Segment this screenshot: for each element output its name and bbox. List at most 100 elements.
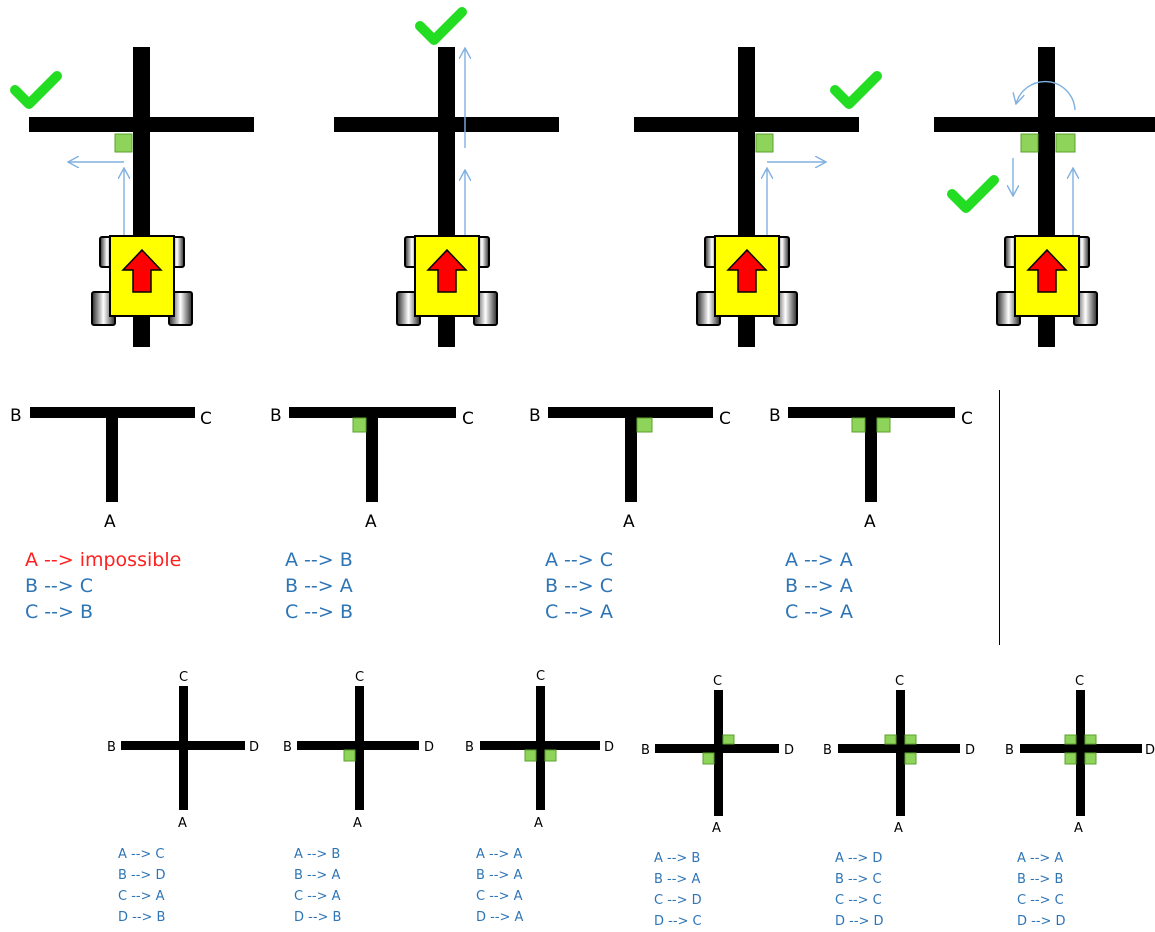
rule-line: D --> A (476, 907, 523, 928)
rule-line: A --> B (285, 547, 353, 573)
cross-junction-6: C B D A (1005, 674, 1155, 836)
checkmark-icon (952, 180, 994, 208)
t-junction-4: B C A (769, 406, 973, 532)
cross-junction-4: C B D A (641, 674, 794, 836)
rule-line: B --> D (118, 865, 165, 886)
label-b: B (769, 406, 781, 426)
rule-line: C --> D (654, 890, 702, 911)
label-a: A (623, 512, 635, 532)
rule-line: C --> A (785, 599, 853, 625)
rule-line: A --> D (835, 848, 884, 869)
cross-junction-2: C B D A (283, 670, 434, 831)
label-d: D (965, 743, 975, 758)
label-b: B (641, 743, 650, 758)
label-c: C (895, 674, 904, 689)
robot-scene-right-turn (634, 47, 877, 347)
checkmark-icon (15, 76, 57, 104)
label-a: A (894, 821, 903, 836)
rule-line: C --> B (25, 599, 181, 625)
rule-line: B --> C (25, 573, 181, 599)
label-c: C (355, 670, 364, 685)
rule-line: D --> D (1017, 911, 1066, 932)
t-junction-2: B C A (270, 406, 474, 532)
rule-line: B --> A (294, 865, 341, 886)
rule-line: C --> C (835, 890, 884, 911)
label-c: C (200, 409, 212, 429)
label-d: D (1145, 743, 1155, 758)
label-a: A (534, 816, 543, 831)
rule-line: A --> A (785, 547, 853, 573)
label-b: B (10, 406, 22, 426)
rule-line: A --> C (545, 547, 613, 573)
label-a: A (353, 816, 362, 831)
label-b: B (107, 740, 116, 755)
label-a: A (712, 821, 721, 836)
label-c: C (713, 674, 722, 689)
robot-scene-left-turn (15, 47, 254, 347)
rule-line: B --> C (835, 869, 884, 890)
rule-line: C --> A (294, 886, 341, 907)
rule-line: A --> B (294, 844, 341, 865)
cross-junction-4-rules: A --> B B --> A C --> D D --> C (654, 848, 702, 932)
t-junction-4-rules: A --> A B --> A C --> A (785, 547, 853, 625)
label-b: B (270, 406, 282, 426)
label-d: D (249, 740, 259, 755)
rule-line: B --> A (285, 573, 353, 599)
checkmark-icon (835, 76, 877, 104)
rule-line: A --> C (118, 844, 165, 865)
label-c: C (536, 669, 545, 684)
rule-line: B --> B (1017, 869, 1066, 890)
rule-line: A --> A (476, 844, 523, 865)
rule-line: B --> A (476, 865, 523, 886)
cross-junction-2-rules: A --> B B --> A C --> A D --> B (294, 844, 341, 928)
label-b: B (465, 740, 474, 755)
label-b: B (283, 740, 292, 755)
rule-line: C --> A (476, 886, 523, 907)
label-b: B (1005, 743, 1014, 758)
label-a: A (864, 512, 876, 532)
rule-line: A --> impossible (25, 547, 181, 573)
rule-line: A --> B (654, 848, 702, 869)
t-junction-3-rules: A --> C B --> C C --> A (545, 547, 613, 625)
rule-line: A --> A (1017, 848, 1066, 869)
t-junction-3: B C A (529, 406, 731, 532)
rule-line: D --> B (118, 907, 165, 928)
label-a: A (1074, 821, 1083, 836)
label-a: A (365, 512, 377, 532)
label-d: D (604, 740, 614, 755)
label-b: B (529, 406, 541, 426)
cross-junction-3-rules: A --> A B --> A C --> A D --> A (476, 844, 523, 928)
label-d: D (784, 743, 794, 758)
rule-line: C --> A (118, 886, 165, 907)
label-c: C (719, 409, 731, 429)
label-b: B (823, 743, 832, 758)
rule-line: C --> A (545, 599, 613, 625)
robot-scene-u-turn (934, 47, 1155, 347)
label-c: C (961, 409, 973, 429)
rule-line: D --> C (654, 911, 702, 932)
cross-junction-3: C B D A (465, 669, 614, 831)
rule-line: B --> A (785, 573, 853, 599)
label-c: C (1075, 674, 1084, 689)
checkmark-icon (420, 12, 462, 40)
cross-junction-5: C B D A (823, 674, 975, 836)
label-d: D (424, 740, 434, 755)
vertical-divider (999, 390, 1000, 645)
t-junction-1: B C A (10, 406, 212, 532)
cross-junction-1-rules: A --> C B --> D C --> A D --> B (118, 844, 165, 928)
rule-line: B --> C (545, 573, 613, 599)
rule-line: C --> B (285, 599, 353, 625)
rule-line: B --> A (654, 869, 702, 890)
label-a: A (104, 512, 116, 532)
label-c: C (179, 670, 188, 685)
rule-line: D --> B (294, 907, 341, 928)
cross-junction-6-rules: A --> A B --> B C --> C D --> D (1017, 848, 1066, 932)
rule-line: D --> D (835, 911, 884, 932)
t-junction-1-rules: A --> impossible B --> C C --> B (25, 547, 181, 625)
label-a: A (178, 816, 187, 831)
cross-junction-5-rules: A --> D B --> C C --> C D --> D (835, 848, 884, 932)
t-junction-2-rules: A --> B B --> A C --> B (285, 547, 353, 625)
label-c: C (462, 409, 474, 429)
cross-junction-1: C B D A (107, 670, 259, 831)
